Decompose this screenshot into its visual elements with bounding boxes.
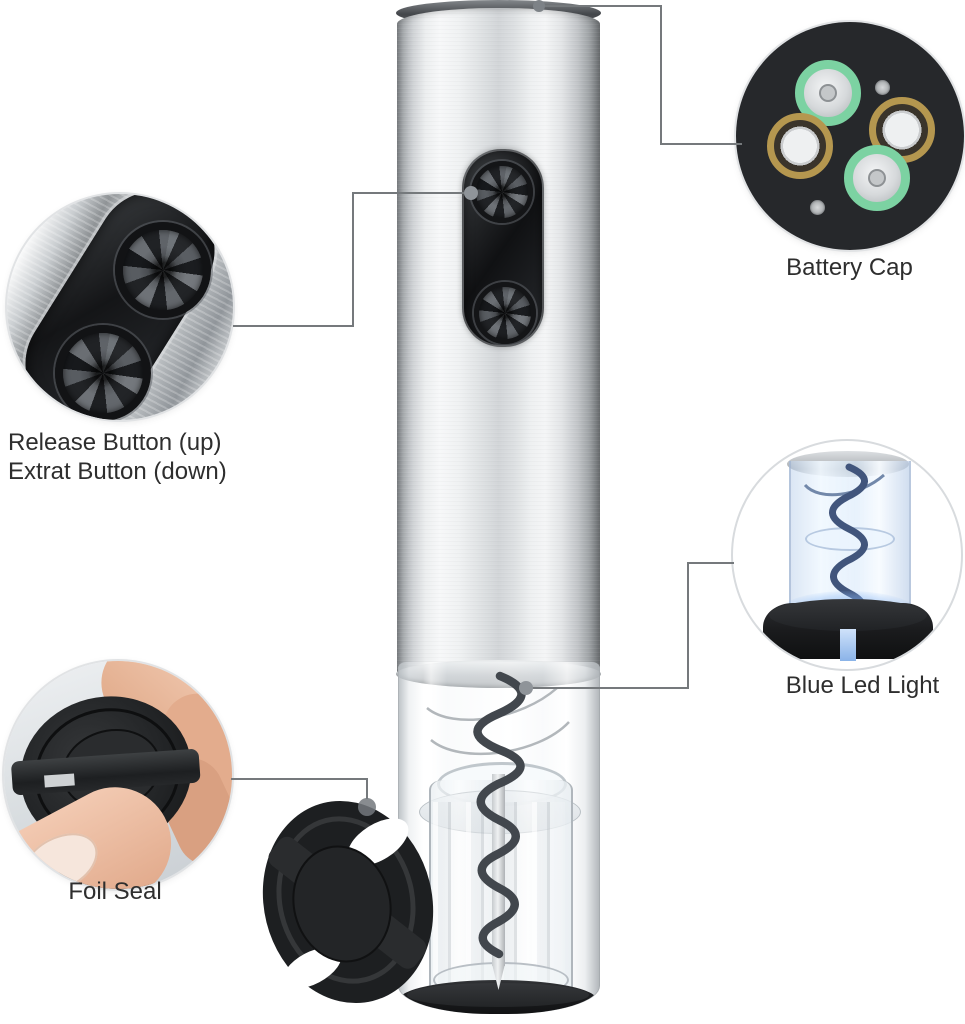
- battery-terminal: [821, 86, 835, 100]
- release-button-label-line2: Extrat Button (down): [8, 458, 227, 485]
- screw-icon: [810, 200, 825, 215]
- corkscrew-spiral: [473, 671, 526, 959]
- led-base-top-surface: [769, 599, 927, 631]
- release-button-label-line1: Release Button (up): [8, 429, 222, 456]
- extract-button: [474, 282, 536, 344]
- foil-cap-center-disc: [292, 845, 392, 963]
- release-button: [471, 161, 533, 223]
- corkscrew-shaft: [492, 774, 505, 966]
- inset-foil-seal: [4, 661, 232, 889]
- battery-left-gold: [767, 113, 833, 179]
- battery-terminal: [870, 171, 884, 185]
- foil-seal-label: Foil Seal: [68, 878, 162, 905]
- foil-cutter-blade-slot: [44, 773, 75, 788]
- led-spring-wire: [803, 473, 885, 497]
- battery-bottom-green: [844, 145, 910, 211]
- inset-blue-led-light: [731, 439, 963, 671]
- inset-release-buttons: [7, 194, 233, 420]
- corkscrew-tip: [492, 964, 505, 990]
- inset-battery-cap: [736, 22, 964, 250]
- screw-icon: [875, 80, 890, 95]
- battery-cap-label: Battery Cap: [786, 254, 913, 281]
- foil-cap-rim: [276, 816, 416, 984]
- corkscrew: [426, 671, 570, 990]
- inset-extract-button: [55, 325, 151, 420]
- release-button-label: Release Button (up) Extrat Button (down): [8, 428, 258, 486]
- blue-led-light-label: Blue Led Light: [785, 672, 940, 699]
- led-light-slot: [840, 629, 856, 661]
- detached-foil-cap: [262, 800, 434, 1004]
- inset-release-button: [115, 222, 211, 318]
